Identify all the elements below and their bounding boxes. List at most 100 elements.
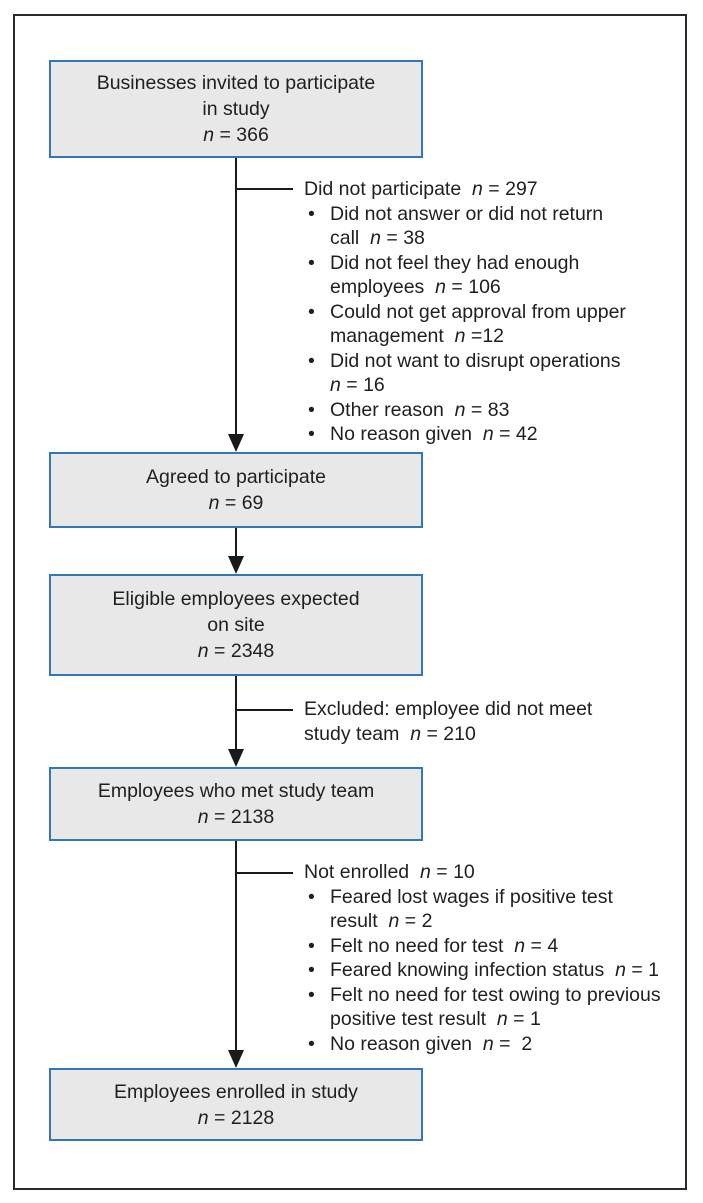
text-run: employees: [330, 276, 436, 298]
text-run: Other reason: [330, 398, 455, 421]
text-run: = 366: [214, 124, 269, 146]
bullet-icon: •: [308, 300, 315, 323]
n-variable: n: [496, 1008, 508, 1030]
text-run: in study: [202, 98, 270, 120]
text-line: result n = 2: [330, 909, 689, 934]
text-line: No reason given n = 42: [330, 422, 689, 447]
n-variable: n: [472, 178, 483, 200]
text-line: Not enrolled n = 10: [304, 860, 689, 885]
text-run: =12: [465, 325, 505, 347]
bullet-icon: •: [308, 423, 315, 445]
text-run: = 2348: [208, 640, 275, 662]
n-variable: n: [197, 640, 209, 662]
text-run: on site: [207, 614, 265, 636]
bullet-icon: •: [308, 202, 315, 225]
text-line: n = 2138: [198, 804, 274, 830]
text-run: management: [330, 325, 455, 347]
text-run: = 2138: [208, 806, 275, 828]
text-line: call n = 38: [330, 226, 689, 251]
text-run: = 297: [482, 178, 538, 200]
text-run: = 1: [625, 959, 660, 981]
text-run: Excluded: employee did not meet: [304, 698, 593, 720]
text-line: study team n = 210: [304, 722, 689, 747]
bullet-item: •Other reason n = 83: [300, 398, 689, 423]
note-did-not-participate: Did not participate n = 297 • Did not ans…: [300, 177, 689, 447]
arrowhead-down-icon: [228, 556, 244, 574]
text-line: Did not feel they had enough: [330, 251, 689, 276]
text-run: = 2128: [208, 1106, 275, 1129]
text-run: Felt no need for test: [330, 934, 515, 957]
text-line: n = 366: [203, 122, 269, 148]
arrowhead-down-icon: [228, 1050, 244, 1068]
text-run: Could not get approval from upper: [330, 300, 626, 323]
branch-line-excluded: [236, 709, 293, 711]
text-run: Employees who met study team: [97, 780, 375, 802]
text-run: = 2: [493, 1032, 533, 1055]
text-line: n = 69: [209, 490, 264, 516]
bullet-icon: •: [308, 983, 315, 1006]
text-run: Felt no need for test owing to previous: [330, 983, 661, 1006]
bullet-icon: •: [308, 251, 315, 274]
text-run: Did not want to disrupt operations: [330, 349, 621, 372]
n-variable: n: [435, 276, 446, 298]
bullet-text: Other reason n = 83: [330, 398, 689, 423]
text-run: result: [330, 910, 389, 932]
text-line: Feared lost wages if positive test: [330, 885, 689, 910]
arrowhead-down-icon: [228, 434, 244, 452]
text-run: Did not feel they had enough: [330, 251, 580, 274]
bullet-item: •No reason given n = 2: [300, 1032, 689, 1057]
note-not-enrolled: Not enrolled n = 10 • Feared lost wages i…: [300, 860, 689, 1056]
text-run: No reason given: [330, 1032, 483, 1055]
text-run: Feared lost wages if positive test: [330, 885, 613, 908]
bullet-icon: •: [308, 349, 315, 372]
bullet-icon: •: [308, 959, 315, 981]
n-variable: n: [482, 423, 494, 445]
text-line: employees n = 106: [330, 275, 689, 300]
n-variable: n: [514, 934, 526, 957]
bullet-text: Feared knowing infection status n = 1: [330, 958, 689, 983]
n-variable: n: [615, 959, 626, 981]
text-line: Did not answer or did not return: [330, 202, 689, 227]
n-variable: n: [454, 398, 466, 421]
text-run: = 38: [380, 227, 425, 249]
bullet-item: • No reason given n = 42: [300, 422, 689, 447]
text-line: management n =12: [330, 324, 689, 349]
text-run: = 1: [507, 1008, 541, 1030]
bullet-icon: •: [308, 934, 315, 957]
text-run: = 10: [430, 861, 475, 883]
bullet-icon: •: [308, 885, 315, 908]
text-run: positive test result: [330, 1008, 497, 1030]
text-run: Agreed to participate: [146, 466, 326, 488]
text-run: = 16: [340, 374, 385, 396]
text-line: n = 2348: [198, 638, 274, 664]
text-line: Feared knowing infection status n = 1: [330, 958, 689, 983]
text-run: = 83: [465, 398, 510, 421]
note-heading: Not enrolled n = 10: [300, 860, 689, 885]
n-variable: n: [197, 806, 209, 828]
text-line: in study: [202, 96, 269, 122]
bullet-item: • Felt no need for test n = 4: [300, 934, 689, 959]
text-line: Felt no need for test owing to previous: [330, 983, 689, 1008]
bullet-text: Felt no need for test n = 4: [330, 934, 689, 959]
text-run: study team: [304, 722, 411, 745]
text-run: Not enrolled: [304, 861, 420, 883]
text-run: Did not participate: [304, 178, 473, 200]
n-variable: n: [208, 492, 220, 514]
n-variable: n: [454, 325, 466, 347]
n-variable: n: [370, 227, 381, 249]
n-variable: n: [330, 374, 341, 396]
text-line: positive test result n = 1: [330, 1007, 689, 1032]
text-run: Feared knowing infection status: [330, 959, 616, 981]
text-run: Eligible employees expected: [112, 588, 360, 610]
n-variable: n: [388, 910, 400, 932]
